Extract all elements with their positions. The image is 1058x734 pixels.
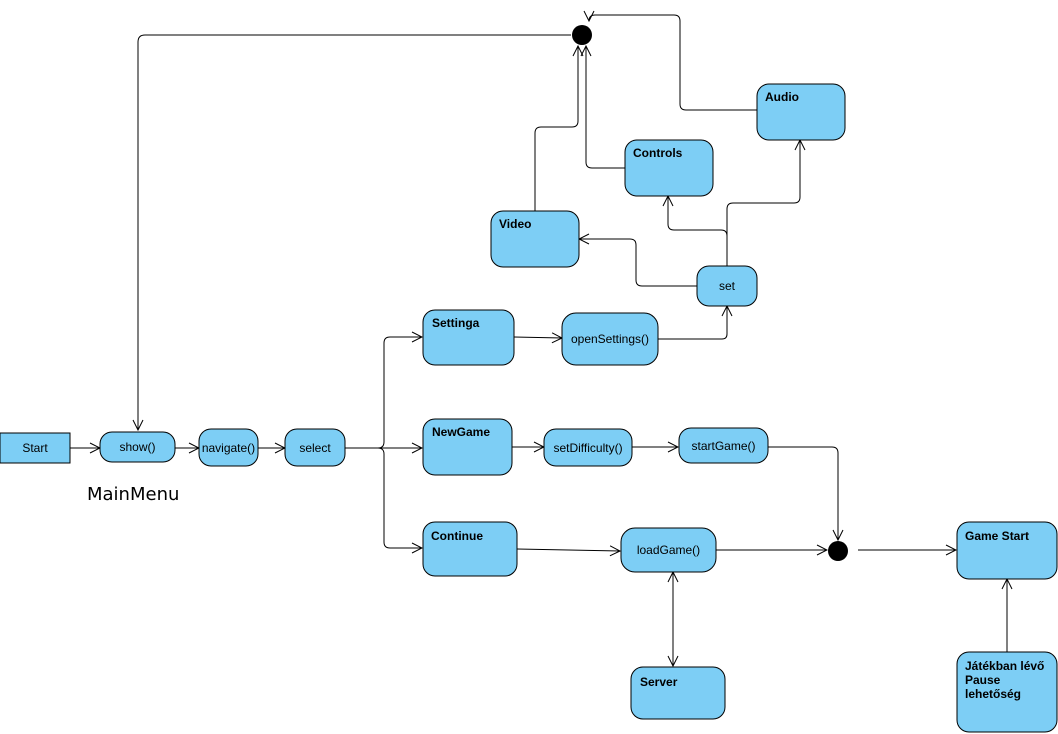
merge-node-bottom — [828, 541, 848, 561]
node-set[interactable]: set — [696, 265, 758, 307]
node-video[interactable]: Video — [490, 210, 580, 268]
node-show[interactable]: show() — [99, 431, 176, 463]
diagram-caption: MainMenu — [87, 484, 179, 505]
edge-set-video — [579, 239, 697, 287]
node-newgame[interactable]: NewGame — [422, 418, 513, 476]
edge-set-controls — [668, 196, 728, 266]
node-controls-label: Controls — [633, 146, 683, 160]
node-start-game-label: startGame() — [691, 439, 755, 453]
node-controls[interactable]: Controls — [624, 139, 714, 197]
node-settinga[interactable]: Settinga — [422, 309, 515, 366]
node-game-start-label: Game Start — [965, 529, 1029, 543]
edge-audio-merge — [589, 15, 757, 111]
node-show-label: show() — [119, 440, 155, 454]
node-game-start[interactable]: Game Start — [956, 521, 1058, 580]
node-start-game[interactable]: startGame() — [678, 427, 769, 464]
node-audio-label: Audio — [765, 90, 799, 104]
edge-merge-show — [138, 34, 571, 430]
edge-startgame-merge — [768, 446, 838, 540]
node-select-label: select — [299, 441, 331, 455]
node-navigate-label: navigate() — [202, 441, 255, 455]
edge-settinga-opensettings — [513, 337, 562, 338]
node-navigate[interactable]: navigate() — [198, 428, 259, 467]
node-continue-label: Continue — [431, 529, 483, 543]
node-pause-label-line1: Játékban lévő — [965, 659, 1044, 673]
node-open-settings[interactable]: openSettings() — [561, 312, 659, 366]
node-start[interactable]: Start — [0, 432, 71, 464]
edge-select-settinga — [345, 337, 422, 449]
node-set-difficulty-label: setDifficulty() — [553, 441, 622, 455]
node-pause-label-line2: Pause — [965, 673, 1001, 687]
node-server[interactable]: Server — [630, 666, 726, 720]
edge-video-merge — [534, 46, 578, 211]
node-open-settings-label: openSettings() — [571, 332, 649, 346]
node-load-game[interactable]: loadGame() — [620, 527, 717, 573]
node-load-game-label: loadGame() — [637, 543, 700, 557]
edge-set-audio — [726, 140, 800, 266]
node-pause-label-line3: lehetőség — [965, 687, 1021, 701]
node-newgame-label: NewGame — [432, 425, 490, 439]
node-audio[interactable]: Audio — [756, 83, 846, 141]
node-set-label: set — [719, 279, 736, 293]
edges — [70, 15, 1007, 666]
node-set-difficulty[interactable]: setDifficulty() — [543, 428, 633, 467]
node-video-label: Video — [499, 217, 531, 231]
node-continue[interactable]: Continue — [422, 521, 518, 577]
edge-opensettings-set — [658, 306, 727, 340]
node-settinga-label: Settinga — [432, 316, 480, 330]
edge-controls-merge — [586, 46, 625, 169]
node-pause[interactable]: Játékban lévő Pause lehetőség — [956, 651, 1058, 733]
edge-continue-loadgame — [516, 549, 620, 551]
edge-select-continue — [345, 447, 422, 548]
node-start-label: Start — [22, 441, 48, 455]
node-select[interactable]: select — [284, 428, 346, 467]
merge-node-top — [572, 25, 592, 45]
node-server-label: Server — [640, 675, 678, 689]
